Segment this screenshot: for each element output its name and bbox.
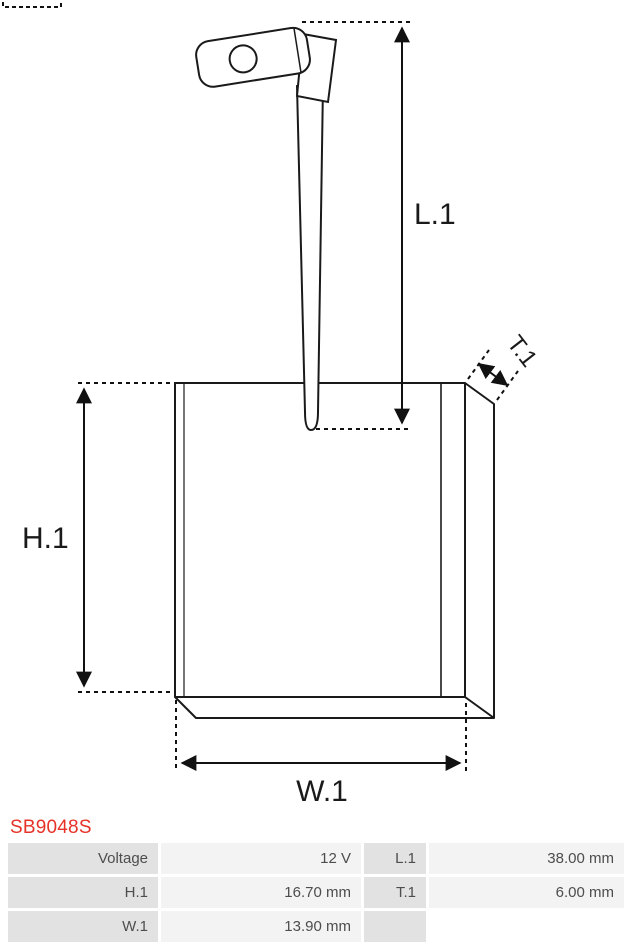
spec-value-cell: 16.70 mm: [161, 877, 361, 908]
spec-value-cell: [429, 911, 624, 942]
spec-table: Voltage 12 V L.1 38.00 mm H.1 16.70 mm T…: [8, 843, 624, 942]
lead-wire: [295, 82, 325, 432]
brush-diagram: L.1 H.1 W.1 T.1: [2, 0, 542, 808]
terminal-hole: [228, 44, 258, 74]
spec-label-cell: Voltage: [8, 843, 158, 874]
spec-label-cell: L.1: [364, 843, 426, 874]
spec-row: Voltage 12 V L.1 38.00 mm: [8, 843, 624, 874]
dimension-h1-extensions: [78, 382, 182, 693]
spec-label-cell: W.1: [8, 911, 158, 942]
part-number: SB9048S: [10, 817, 92, 838]
w1-label: W.1: [296, 775, 348, 808]
dimension-h1: H.1: [22, 387, 92, 688]
t1-label: T.1: [501, 330, 542, 372]
spec-value-cell: 6.00 mm: [429, 877, 624, 908]
terminal-lug: [195, 26, 311, 88]
spec-value-cell: 12 V: [161, 843, 361, 874]
spec-value-cell: 13.90 mm: [161, 911, 361, 942]
l1-label: L.1: [414, 198, 456, 231]
brush-body: [174, 382, 495, 719]
dimension-w1-extensions: [175, 700, 467, 772]
spec-label-cell: [364, 911, 426, 942]
spec-value-cell: 38.00 mm: [429, 843, 624, 874]
corner-dashed-box: [2, 0, 62, 8]
dimension-t1: T.1: [467, 330, 542, 401]
spec-label-cell: H.1: [8, 877, 158, 908]
dimension-l1: L.1: [302, 21, 456, 430]
h1-label: H.1: [22, 522, 69, 555]
spec-row: W.1 13.90 mm: [8, 911, 624, 942]
dimension-w1: W.1: [180, 755, 462, 808]
spec-label-cell: T.1: [364, 877, 426, 908]
spec-row: H.1 16.70 mm T.1 6.00 mm: [8, 877, 624, 908]
